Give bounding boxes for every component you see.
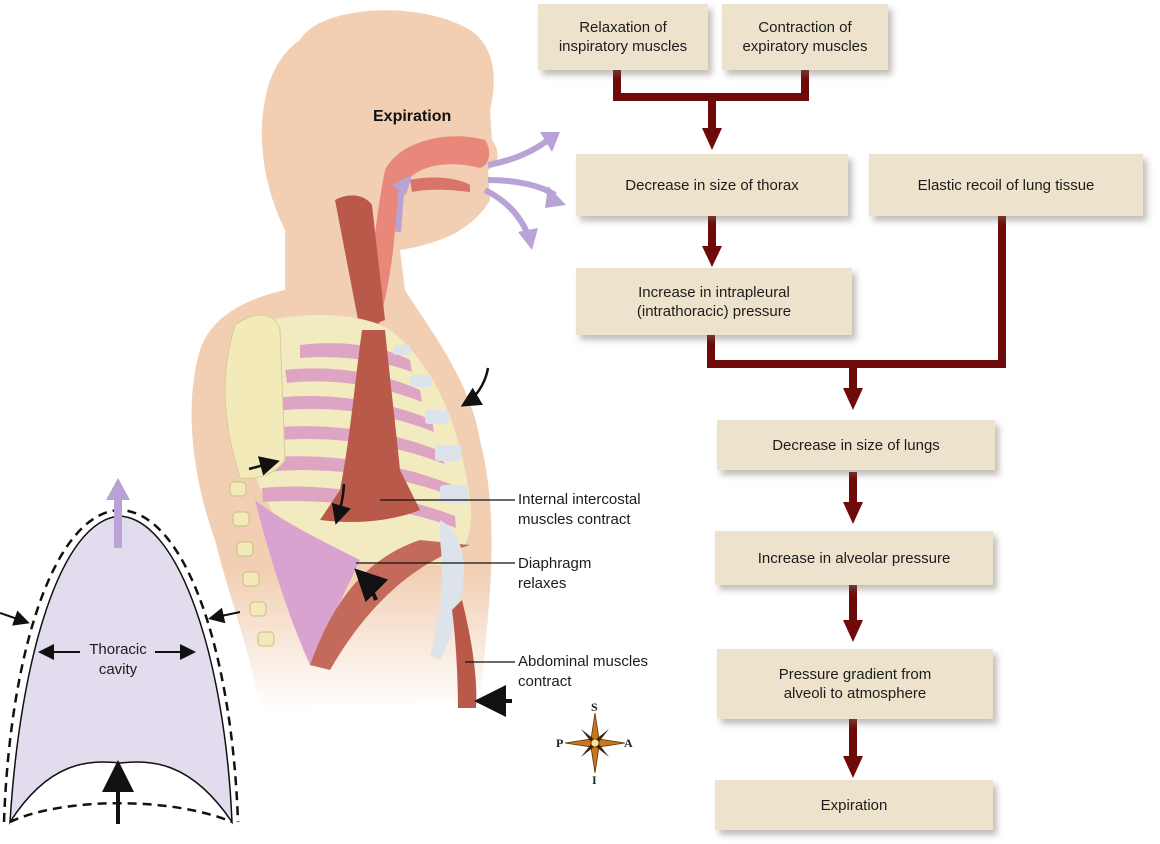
neck-muscle [335,195,385,330]
arrowhead-to-intrapleural [702,246,722,267]
compass-superior: S [591,700,598,714]
box-decrease-thorax: Decrease in size of thorax [576,154,848,216]
box-elastic-recoil: Elastic recoil of lung tissue [869,154,1143,216]
scapula [224,314,286,479]
arrowhead-to-decrease-lungs [843,388,863,410]
compass-rose [564,712,626,774]
box-intrapleural-pressure: Increase in intrapleural (intrathoracic)… [576,268,852,335]
costal-cartilage [393,345,468,660]
compass-posterior: P [556,736,564,750]
left-wall-arrow [0,610,30,626]
abdominal-muscle [452,600,477,708]
arrowhead-to-decrease-thorax [702,128,722,150]
rib-arrow [248,456,280,476]
label-abdominal: Abdominal muscles contract [518,653,649,690]
lung [255,500,360,665]
intercostal-arrow [331,483,351,525]
compass-anterior: A [624,736,633,750]
label-diaphragm: Diaphragm relaxes [518,555,592,592]
box-relaxation-inspiratory: Relaxation of inspiratory muscles [538,4,708,70]
label-thoracic-cavity: Thoracic cavity [89,641,147,678]
figure-title: Expiration [373,108,452,125]
arrowhead-to-expiration [843,756,863,778]
box-pressure-gradient: Pressure gradient from alveoli to atmosp… [717,649,993,719]
label-internal-intercostal: Internal intercostal muscles contract [518,491,641,528]
arrowhead-to-gradient [843,620,863,642]
air-arrowhead-2 [545,186,566,208]
diaphragm [310,540,470,670]
air-arrowhead-4 [392,175,412,195]
box-decrease-lungs: Decrease in size of lungs [717,420,995,470]
vertebrae [229,481,275,647]
arrowhead-to-alveolar [843,502,863,524]
sternum-arrow [460,367,490,407]
diaphragm-outline-dashed [9,802,233,824]
exhaled-air-arrows [395,137,557,237]
box-alveolar-pressure: Increase in alveolar pressure [715,531,993,585]
chest-muscle [320,330,420,522]
air-arrowhead-1 [540,132,560,152]
thoracic-up-arrowhead [106,478,130,500]
oral-cavity [410,177,470,192]
air-arrowhead-3 [518,228,538,250]
right-wall-arrow [208,607,241,624]
diaphragm-arrow [354,568,389,603]
flowchart-connectors [613,70,1006,760]
compass-inferior: I [592,773,597,787]
box-expiration: Expiration [715,780,993,830]
box-contraction-expiratory: Contraction of expiratory muscles [722,4,888,70]
